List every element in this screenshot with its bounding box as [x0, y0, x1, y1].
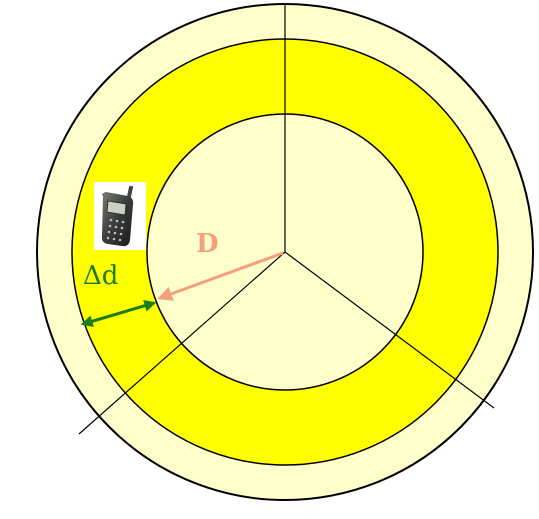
- ring-width-label: Δd: [83, 261, 118, 291]
- distance-label: D: [196, 229, 219, 259]
- mobile-phone-icon: [94, 182, 146, 250]
